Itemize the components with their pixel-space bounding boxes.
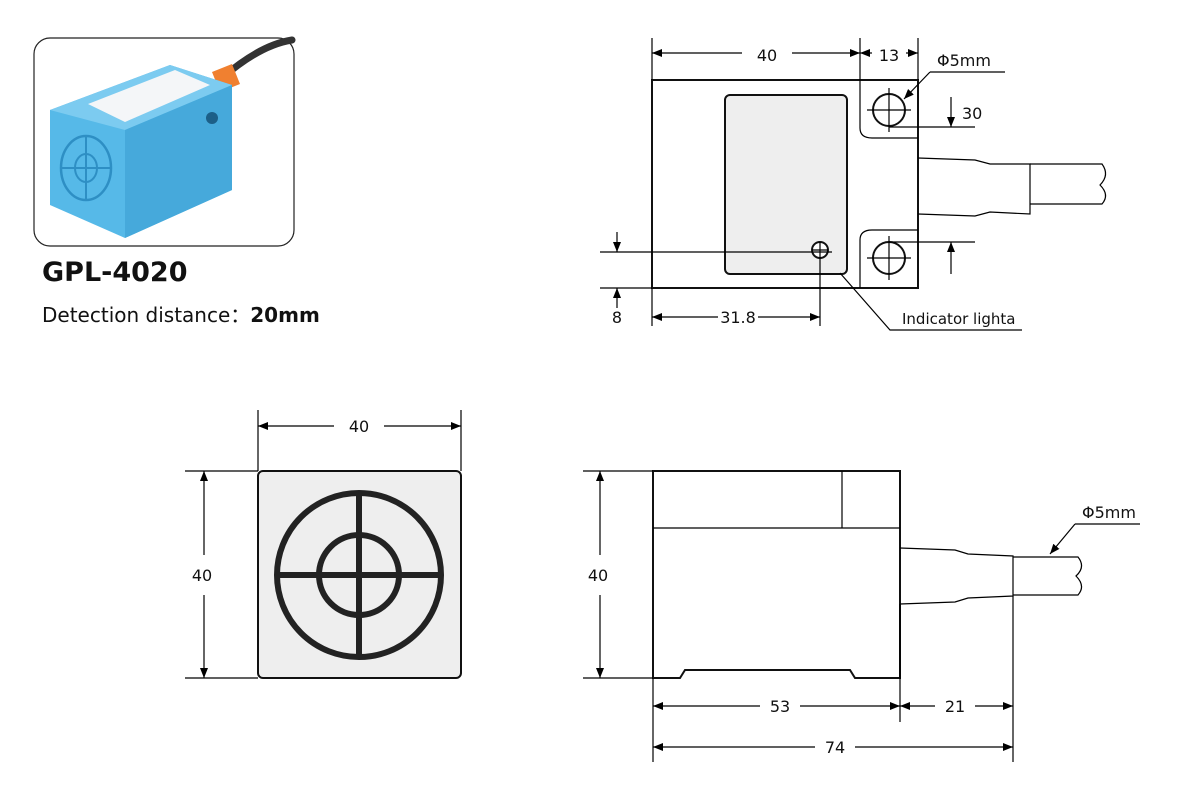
cable-strain-relief xyxy=(917,157,1031,217)
detection-distance: Detection distance：20mm xyxy=(42,299,320,328)
side-view: 40 53 21 74 Φ5mm xyxy=(583,470,1140,762)
dim-cable-length: 21 xyxy=(945,697,965,716)
product-label-photo xyxy=(88,70,210,122)
cable-strain-relief xyxy=(899,547,1014,605)
detection-value: 20mm xyxy=(250,303,320,327)
front-view: 40 40 xyxy=(185,410,462,679)
cable xyxy=(1030,163,1107,205)
dim-body-length: 53 xyxy=(770,697,790,716)
product-photo xyxy=(33,36,296,247)
dim-front-width: 40 xyxy=(349,417,369,436)
dim-indicator-y: 8 xyxy=(612,308,622,327)
dim-front-height: 40 xyxy=(192,566,212,585)
dim-side-height: 40 xyxy=(588,566,608,585)
dim-width: 40 xyxy=(757,46,777,65)
dim-hole-diameter: Φ5mm xyxy=(937,51,991,70)
product-model: GPL-4020 xyxy=(42,257,188,288)
dim-indicator-x: 31.8 xyxy=(720,308,756,327)
label-area xyxy=(724,94,848,275)
top-view: 40 13 Φ5mm 30 8 31.8 Indicator lighta xyxy=(600,38,1107,331)
dim-ear: 13 xyxy=(879,46,899,65)
dim-hole-spacing: 30 xyxy=(962,104,982,123)
indicator-label: Indicator lighta xyxy=(902,310,1016,328)
detection-label: Detection distance： xyxy=(42,303,251,327)
cable xyxy=(1013,556,1083,596)
target-mark xyxy=(274,490,444,660)
dim-total-length: 74 xyxy=(825,738,845,757)
dim-cable-diameter: Φ5mm xyxy=(1082,503,1136,522)
